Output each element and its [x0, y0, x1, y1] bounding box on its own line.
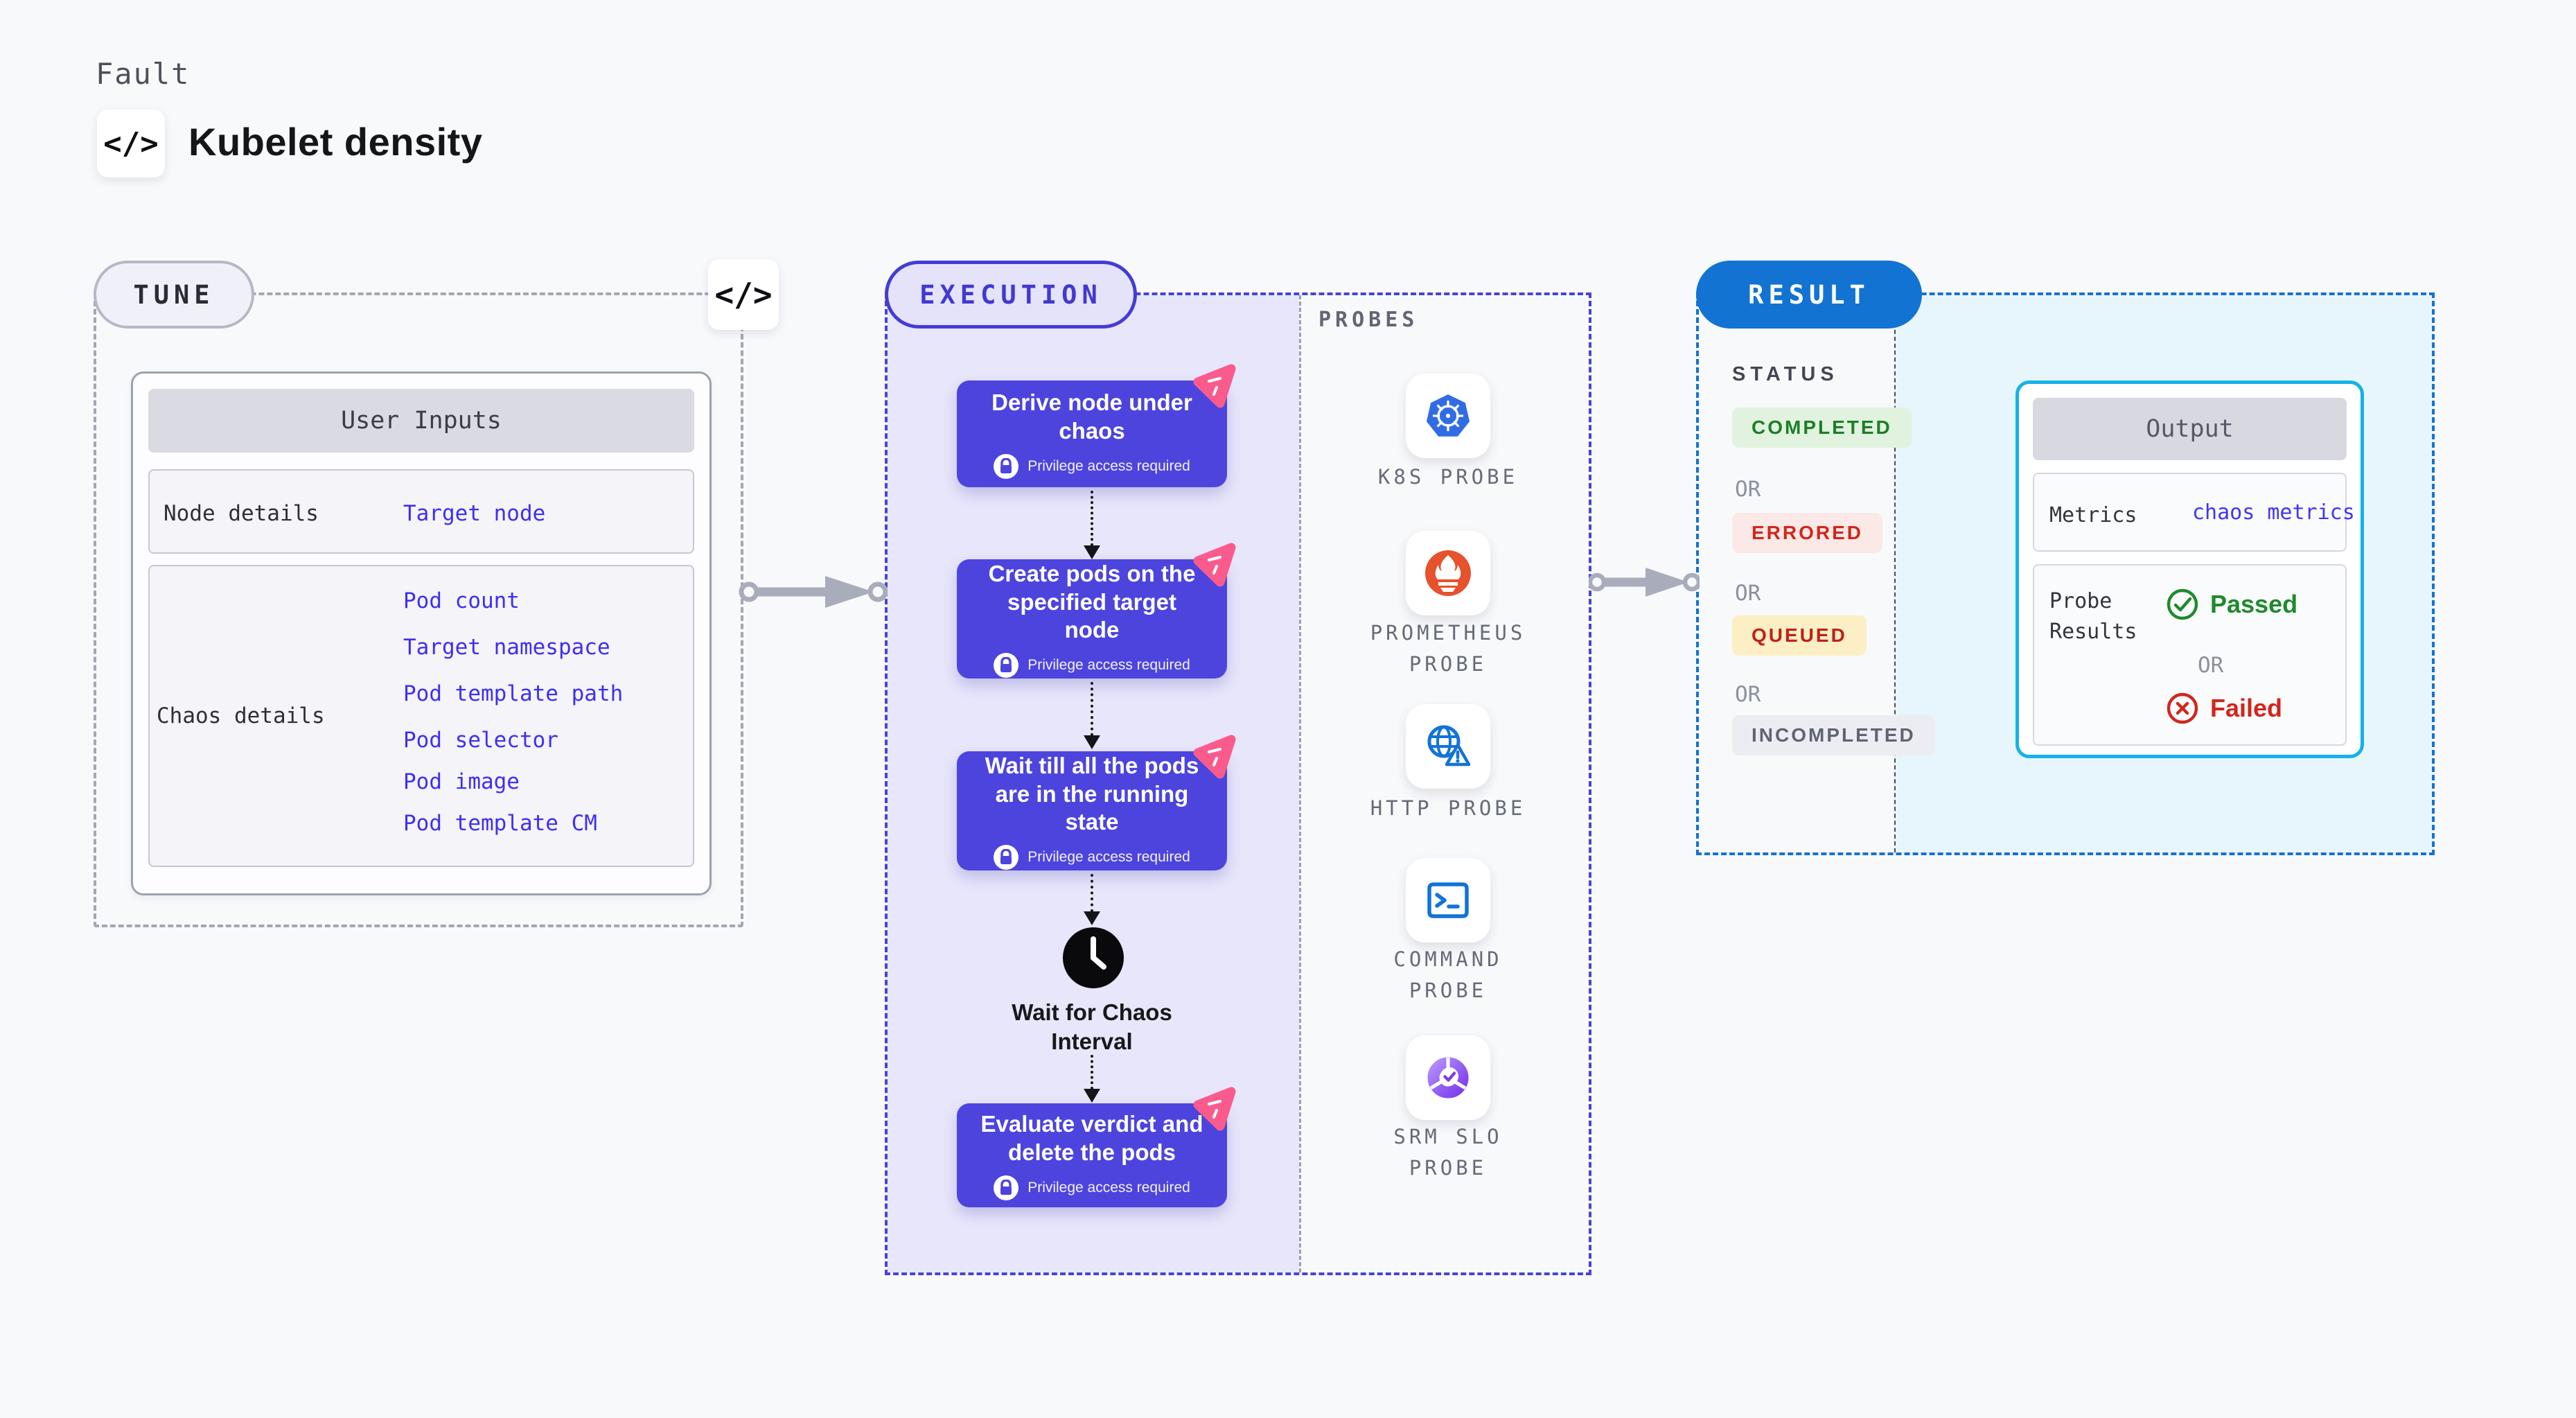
lock-icon	[994, 845, 1019, 870]
privilege-note: Privilege access required	[994, 453, 1190, 479]
user-inputs-title: User Inputs	[148, 389, 694, 453]
node-details-row: Node details Target node	[148, 469, 694, 554]
row-label: Node details	[164, 501, 319, 526]
flow-arrowhead	[1084, 1089, 1100, 1103]
litmus-chaos-flag-icon	[1193, 735, 1236, 779]
flow-arrowhead	[1084, 911, 1100, 925]
litmus-chaos-flag-icon	[1193, 364, 1236, 408]
litmus-chaos-flag-icon	[1193, 543, 1236, 587]
user-inputs-table: User Inputs Node details Target node Cha…	[131, 371, 712, 895]
flow-connector	[1091, 682, 1093, 736]
row-label: Chaos details	[157, 703, 325, 728]
probe-label: K8S PROBE	[1377, 465, 1519, 489]
execution-step-create-pods: Create pods on the specified target node…	[957, 543, 1236, 679]
verdict-passed: Passed	[2166, 588, 2297, 621]
probes-heading: PROBES	[1318, 308, 1419, 332]
http-globe-icon	[1427, 725, 1471, 767]
result-section: RESULT STATUS COMPLETED OR ERRORED OR QU…	[1696, 261, 2435, 855]
flow-arrowhead	[1084, 735, 1100, 749]
srm-slo-probe-card	[1406, 1035, 1490, 1120]
privilege-note: Privilege access required	[994, 653, 1190, 679]
output-title: Output	[2033, 398, 2347, 460]
lock-icon	[994, 653, 1019, 679]
lock-icon	[994, 1175, 1019, 1200]
fault-eyebrow: Fault	[96, 57, 191, 91]
wait-for-chaos-interval-label: Wait for Chaos Interval	[1012, 999, 1172, 1055]
http-probe-card	[1406, 704, 1490, 789]
kubernetes-icon	[1426, 394, 1470, 437]
step-text: Evaluate verdict and delete the pods	[980, 1111, 1203, 1165]
probe-results-label: Probe Results	[2049, 589, 2137, 644]
metrics-label: Metrics	[2049, 503, 2137, 527]
k8s-probe-card	[1406, 374, 1490, 458]
tune-pill: TUNE	[94, 261, 254, 329]
flow-arrowhead	[1084, 545, 1100, 559]
status-badge-completed: COMPLETED	[1732, 408, 1912, 448]
flow-connector	[1091, 874, 1093, 912]
or-label: OR	[1735, 682, 1761, 707]
probe-label: HTTP PROBE	[1370, 796, 1526, 820]
probe-label: COMMAND PROBE	[1393, 947, 1503, 1002]
x-circle-icon	[2167, 692, 2198, 724]
pod-image-link[interactable]: Pod image	[403, 769, 520, 794]
tune-section: TUNE </> User Inputs Node details Target…	[94, 259, 779, 927]
privilege-note: Privilege access required	[994, 845, 1190, 870]
page-title: Kubelet density	[188, 120, 483, 164]
check-circle-icon	[2167, 588, 2198, 620]
output-table: Output Metrics chaos metrics Probe Resul…	[2015, 380, 2364, 758]
code-icon: </>	[97, 110, 165, 177]
pod-template-path-link[interactable]: Pod template path	[403, 681, 624, 706]
terminal-icon	[1427, 882, 1469, 918]
prometheus-probe-card	[1406, 531, 1490, 615]
clock-icon	[1063, 927, 1124, 988]
command-probe-card	[1406, 858, 1490, 943]
status-badge-errored: ERRORED	[1732, 513, 1883, 553]
pod-template-cm-link[interactable]: Pod template CM	[403, 811, 597, 836]
step-text: Wait till all the pods are in the runnin…	[985, 752, 1199, 835]
target-namespace-link[interactable]: Target namespace	[403, 635, 610, 660]
status-output-divider	[1894, 295, 1896, 852]
arrow-right-icon	[1589, 568, 1700, 597]
status-heading: STATUS	[1732, 363, 1839, 385]
prometheus-icon	[1425, 550, 1471, 596]
status-badge-queued: QUEUED	[1732, 615, 1867, 656]
status-badge-incompleted: INCOMPLETED	[1732, 715, 1935, 755]
flow-connector	[1091, 1055, 1093, 1089]
probe-results-row: Probe Results Passed OR Failed	[2033, 564, 2347, 746]
result-pill: RESULT	[1696, 261, 1922, 329]
verdict-failed: Failed	[2166, 692, 2282, 725]
flow-connector	[1091, 491, 1093, 546]
execution-step-evaluate-verdict: Evaluate verdict and delete the pods Pri…	[957, 1087, 1236, 1207]
execution-step-derive-node: Derive node under chaos Privilege access…	[957, 364, 1236, 487]
execution-pill: EXECUTION	[885, 261, 1137, 329]
arrow-right-icon	[739, 576, 888, 608]
probe-label: SRM SLO PROBE	[1393, 1125, 1503, 1180]
lock-icon	[994, 453, 1019, 479]
execution-section: EXECUTION Derive node under chaos Privil…	[885, 261, 1591, 1275]
or-label: OR	[2198, 653, 2224, 678]
metrics-row: Metrics chaos metrics	[2033, 473, 2355, 552]
chaos-details-row: Chaos details Pod count Target namespace…	[148, 565, 694, 867]
code-icon: </>	[708, 259, 779, 330]
probe-label: PROMETHEUS PROBE	[1370, 621, 1526, 676]
target-node-link[interactable]: Target node	[403, 501, 546, 526]
step-text: Derive node under chaos	[991, 389, 1192, 444]
slo-donut-icon	[1427, 1057, 1469, 1098]
step-text: Create pods on the specified target node	[988, 560, 1196, 643]
privilege-note: Privilege access required	[994, 1175, 1190, 1200]
or-label: OR	[1735, 581, 1761, 606]
litmus-chaos-flag-icon	[1193, 1087, 1236, 1131]
pod-count-link[interactable]: Pod count	[403, 588, 520, 613]
chaos-metrics-link[interactable]: chaos metrics	[2192, 500, 2355, 525]
execution-step-wait-pods-running: Wait till all the pods are in the runnin…	[957, 735, 1236, 870]
pod-selector-link[interactable]: Pod selector	[403, 728, 558, 753]
probes-divider	[1299, 295, 1301, 1272]
or-label: OR	[1735, 477, 1761, 502]
